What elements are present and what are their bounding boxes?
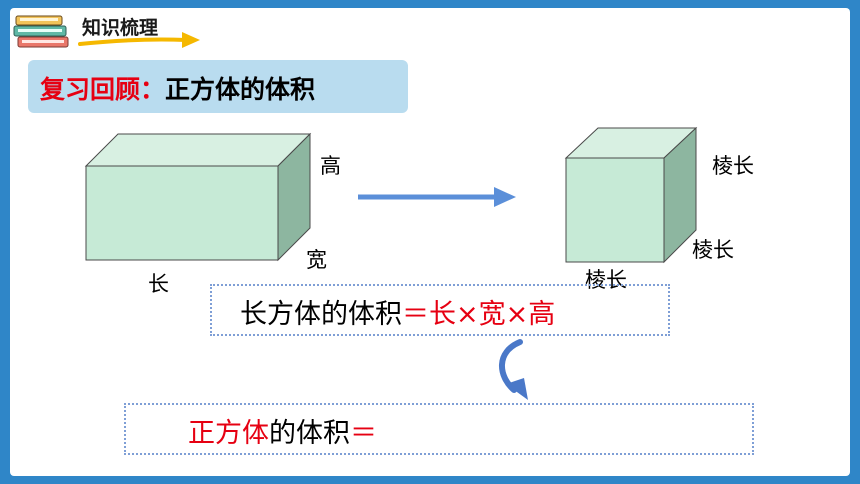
cuboid-width-label: 宽 (306, 248, 327, 272)
cube-formula: 正方体的体积＝ (188, 411, 377, 450)
cuboid-formula: 长方体的体积＝长×宽×高 (240, 292, 555, 331)
cube-front-face (565, 157, 665, 263)
section-title: 知识梳理 (82, 17, 159, 39)
cube-formula-box (124, 403, 754, 455)
cuboid-formula-box (210, 284, 670, 336)
cube-formula-subject-black: 的体积 (269, 418, 350, 449)
review-prefix: 复习回顾： (40, 75, 166, 104)
review-heading-box (28, 60, 408, 113)
review-topic: 正方体的体积 (165, 75, 316, 104)
review-heading: 复习回顾：正方体的体积 (40, 70, 315, 106)
cuboid-formula-expression: ＝长×宽×高 (402, 299, 556, 330)
books-icon (13, 15, 69, 48)
cube-edge-label-side: 棱长 (692, 238, 734, 262)
cuboid-length-label: 长 (148, 272, 169, 296)
cuboid-top-face (84, 133, 312, 167)
cuboid-height-label: 高 (320, 154, 341, 178)
cube-formula-equals: ＝ (350, 418, 377, 449)
cube-formula-subject-red: 正方体 (188, 418, 269, 449)
cuboid-formula-subject: 长方体的体积 (240, 299, 402, 330)
cube-edge-label-bottom: 棱长 (585, 268, 627, 292)
transform-arrow (358, 187, 516, 207)
curved-down-arrow-icon (499, 339, 528, 400)
cube-edge-label-top: 棱长 (712, 154, 754, 178)
cuboid-shape (84, 132, 312, 262)
cube-shape (564, 126, 698, 264)
cuboid-front-face (85, 165, 279, 261)
underline-arrow-icon (78, 32, 200, 48)
